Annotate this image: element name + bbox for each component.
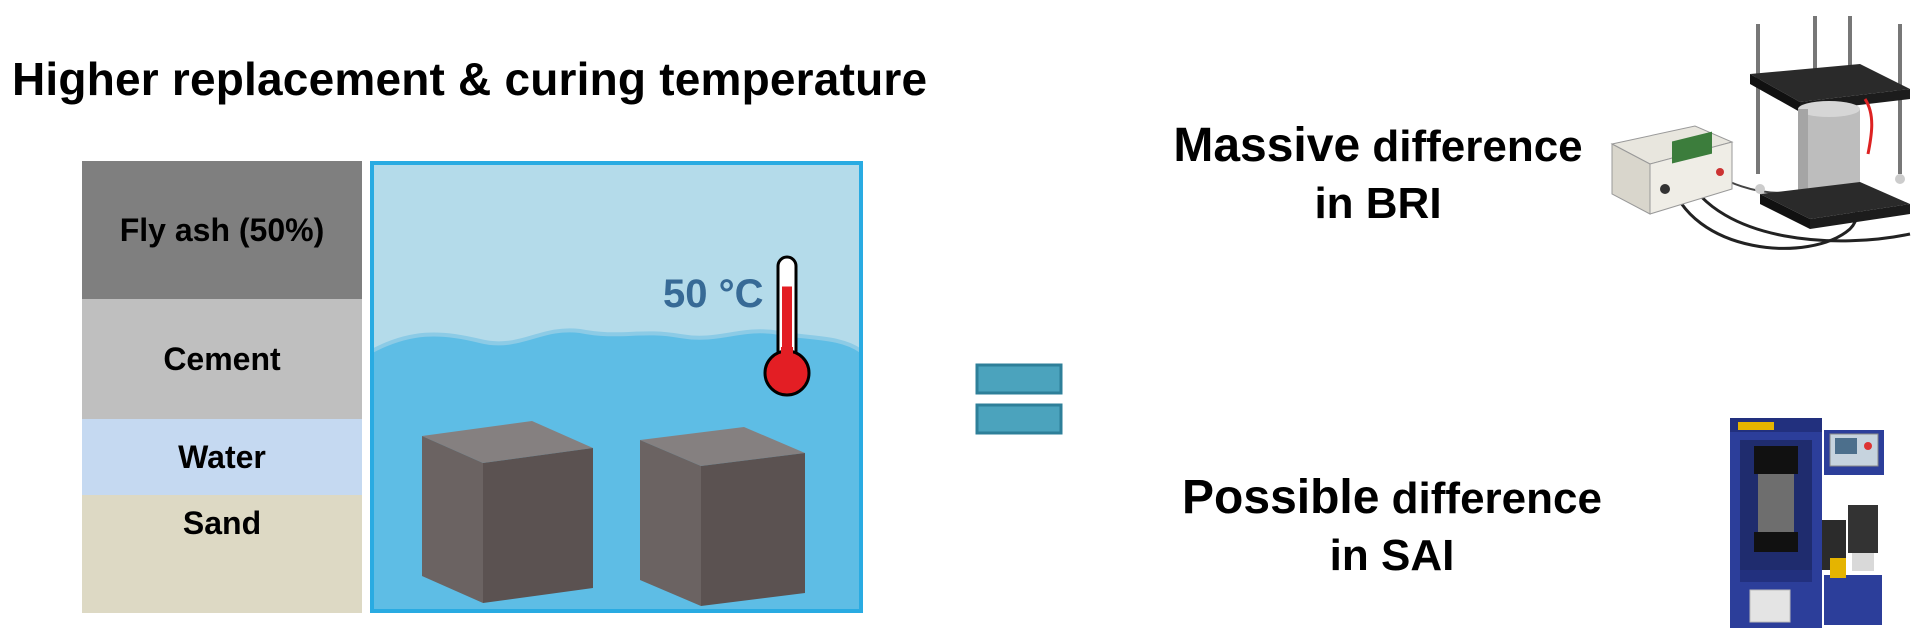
curing-tank: 50 °C xyxy=(370,161,863,613)
layer-fly-ash: Fly ash (50%) xyxy=(82,161,362,299)
layer-water-label: Water xyxy=(178,438,266,475)
layer-water: Water xyxy=(82,419,362,495)
concrete-cube-left xyxy=(422,421,593,603)
result-bri-line2: in BRI xyxy=(1314,179,1442,228)
layer-fly-ash-label: Fly ash (50%) xyxy=(119,211,325,248)
layer-sand-label: Sand xyxy=(182,505,262,541)
result-sai-strong: Possible xyxy=(1182,471,1380,524)
layer-sand: Sand xyxy=(82,495,362,613)
temperature-label: 50 °C xyxy=(663,272,764,316)
result-bri-strong: Massive xyxy=(1173,119,1361,172)
equals-icon xyxy=(975,363,1063,435)
layer-cement: Cement xyxy=(82,299,362,419)
result-sai-rest: difference xyxy=(1379,474,1602,523)
result-bri: Massive difference in BRI xyxy=(1158,118,1598,229)
tank-border xyxy=(370,161,863,613)
result-sai-line2: in SAI xyxy=(1329,531,1455,580)
page-title: Higher replacement & curing temperature xyxy=(12,53,928,105)
layer-cement-label: Cement xyxy=(163,340,281,377)
mix-composition-stack: Fly ash (50%) Cement Water Sand xyxy=(82,161,362,613)
concrete-cube-right xyxy=(640,427,805,606)
result-sai: Possible difference in SAI xyxy=(1182,470,1602,581)
result-bri-rest: difference xyxy=(1360,122,1583,171)
compression-testing-machine-image xyxy=(1730,418,1884,628)
thermometer-icon xyxy=(763,255,811,397)
resistivity-test-apparatus-image xyxy=(1610,16,1911,250)
